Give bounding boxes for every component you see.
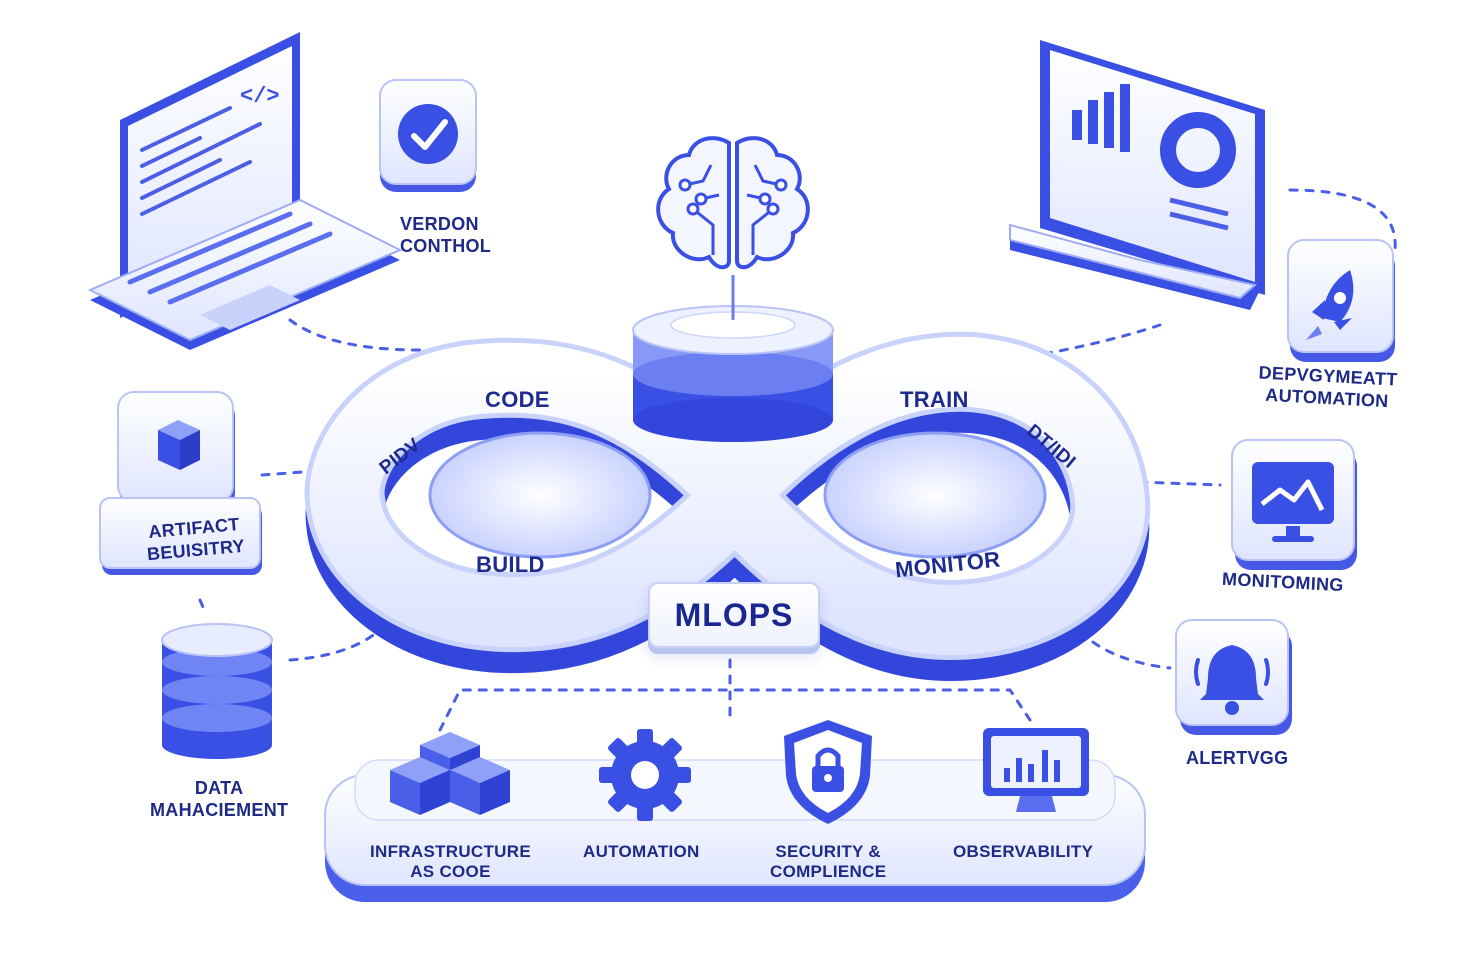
data-management-label: DATA MAHACIEMENT [150,778,288,821]
observability-screen-icon [983,728,1089,812]
alerting-label: ALERTVGG [1186,748,1289,768]
data-line-1: DATA [194,778,244,798]
mlops-title: MLOPS [648,582,820,648]
bottom-platform [324,759,1146,902]
version-control-line-2: CONTHOL [400,235,492,256]
dashboard-monitor-icon [1009,40,1265,310]
security-label: SECURITY & COMPLIENCE [770,842,886,883]
observability-label: OBSERVABILITY [953,842,1094,861]
bell-icon [1175,619,1292,735]
cubes-icon [390,732,510,815]
loop-label-train: TRAIN [900,387,969,412]
rocket-icon [1287,239,1395,362]
iac-line-2: AS COOE [410,862,491,882]
artifact-plaque [99,497,262,575]
pulse-monitor-icon [1231,439,1357,570]
loop-label-code: CODE [485,387,550,412]
cube-icon [117,391,235,510]
automation-label: AUTOMATION [583,842,700,861]
check-badge-icon [379,79,477,192]
loop-label-build: BUILD [476,552,545,577]
iac-line-1: INFRASTRUCTURE [370,842,531,861]
laptop-icon: </> [87,32,403,350]
version-control-label: VERDON CONTHOL [400,214,491,257]
iac-label: INFRASTRUCTURE AS COOE [370,842,531,883]
security-line-1: SECURITY & [775,842,881,861]
deployment-label: DEPVGYMEATT AUTOMATION [1257,362,1398,412]
svg-text:</>: </> [240,84,280,109]
brain-icon [656,136,810,270]
artifact-label: ARTIFACT BEUISITRY [144,514,245,566]
pedestal [632,275,834,442]
shield-lock-icon [784,720,872,824]
security-line-2: COMPLIENCE [770,862,887,882]
database-icon [161,623,273,759]
infinity-loop [304,331,1151,682]
data-line-2: MAHACIEMENT [150,799,289,820]
gear-icon [599,729,691,821]
version-control-line-1: VERDON [400,214,479,234]
